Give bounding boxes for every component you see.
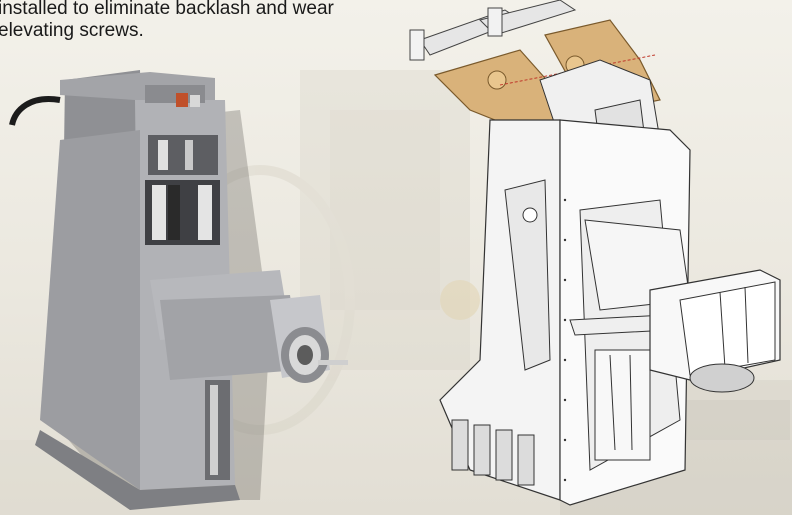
caption-line-1: installed to eliminate backlash and wear xyxy=(0,0,334,19)
caption-line-2: elevating screws. xyxy=(0,20,144,41)
